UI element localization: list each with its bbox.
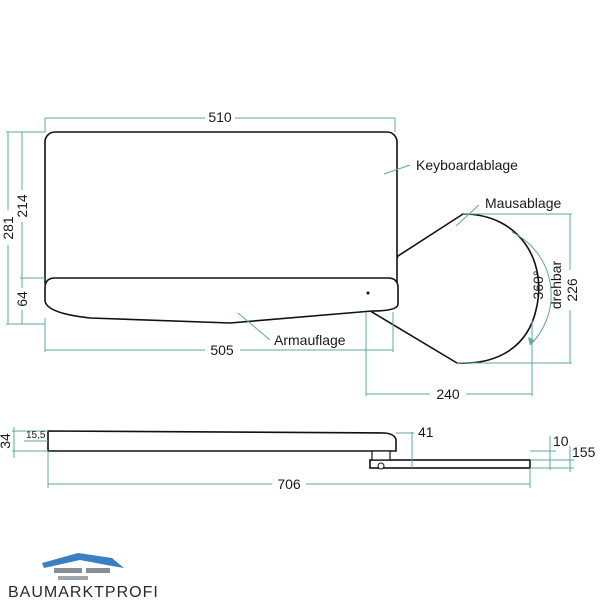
dim-41-label: 41 — [418, 424, 434, 440]
dim-34-label: 34 — [0, 433, 13, 449]
brand-bar-3 — [58, 576, 88, 580]
dim-length-706: 706 — [47, 451, 531, 492]
brand-roof-icon — [42, 553, 124, 568]
dim-64-label: 64 — [14, 291, 30, 307]
side-view: 34 15,5 41 10 155 — [0, 424, 596, 492]
dim-thickness-34: 34 — [0, 427, 48, 458]
dim-510-label: 510 — [208, 109, 232, 125]
armrest-callout: Armauflage — [237, 312, 346, 348]
dim-height-64: 64 — [14, 278, 30, 324]
dim-15-5-label: 15,5 — [26, 430, 46, 441]
side-pivot — [377, 462, 385, 470]
mouse-tray-shape — [370, 213, 540, 364]
dim-155: 155 — [530, 444, 596, 472]
top-view: 510 505 281 214 64 — [0, 109, 580, 402]
dim-155-label: 155 — [572, 444, 596, 460]
keyboard-tray-label: Keyboardablage — [416, 157, 518, 173]
keyboard-tray-callout: Keyboardablage — [383, 157, 518, 175]
armrest-label: Armauflage — [274, 332, 346, 348]
dim-width-505: 505 — [44, 312, 394, 358]
dim-226-label: 226 — [564, 278, 580, 302]
brand-bar-1 — [54, 568, 82, 573]
brand-bar-2 — [86, 568, 110, 573]
dim-281-label: 281 — [0, 216, 16, 240]
dim-41: 41 — [396, 424, 434, 468]
dim-706-label: 706 — [277, 476, 301, 492]
dim-15-5: 15,5 — [24, 430, 48, 442]
mouse-tray-callout: Mausablage — [455, 195, 561, 227]
rotation-arc: 360° drehbar — [511, 231, 564, 346]
pivot-mark — [366, 291, 370, 295]
dim-214-label: 214 — [14, 194, 30, 218]
rotation-deg-label: 360° — [530, 271, 546, 300]
dim-height-281: 281 — [0, 131, 45, 325]
dim-height-226: 226 — [457, 213, 580, 364]
side-mount-block — [371, 450, 391, 461]
dim-width-510: 510 — [44, 109, 396, 132]
brand-logo: BAUMARKTPROFI — [8, 553, 159, 600]
arc-arrow-head — [528, 337, 534, 345]
dim-505-label: 505 — [210, 342, 234, 358]
mouse-tray-label: Mausablage — [485, 195, 561, 211]
armrest-shape — [44, 277, 399, 324]
brand-name: BAUMARKTPROFI — [8, 584, 159, 600]
dim-10: 10 — [530, 433, 569, 470]
dim-240-label: 240 — [436, 386, 460, 402]
side-mouse-tray-profile — [369, 459, 531, 469]
dim-width-240: 240 — [365, 312, 533, 402]
rotatable-label: drehbar — [548, 261, 564, 310]
side-keyboard-profile — [47, 430, 397, 452]
dim-height-214: 214 — [14, 132, 45, 279]
dim-10-label: 10 — [553, 433, 569, 449]
keyboard-tray-shape — [44, 131, 398, 293]
